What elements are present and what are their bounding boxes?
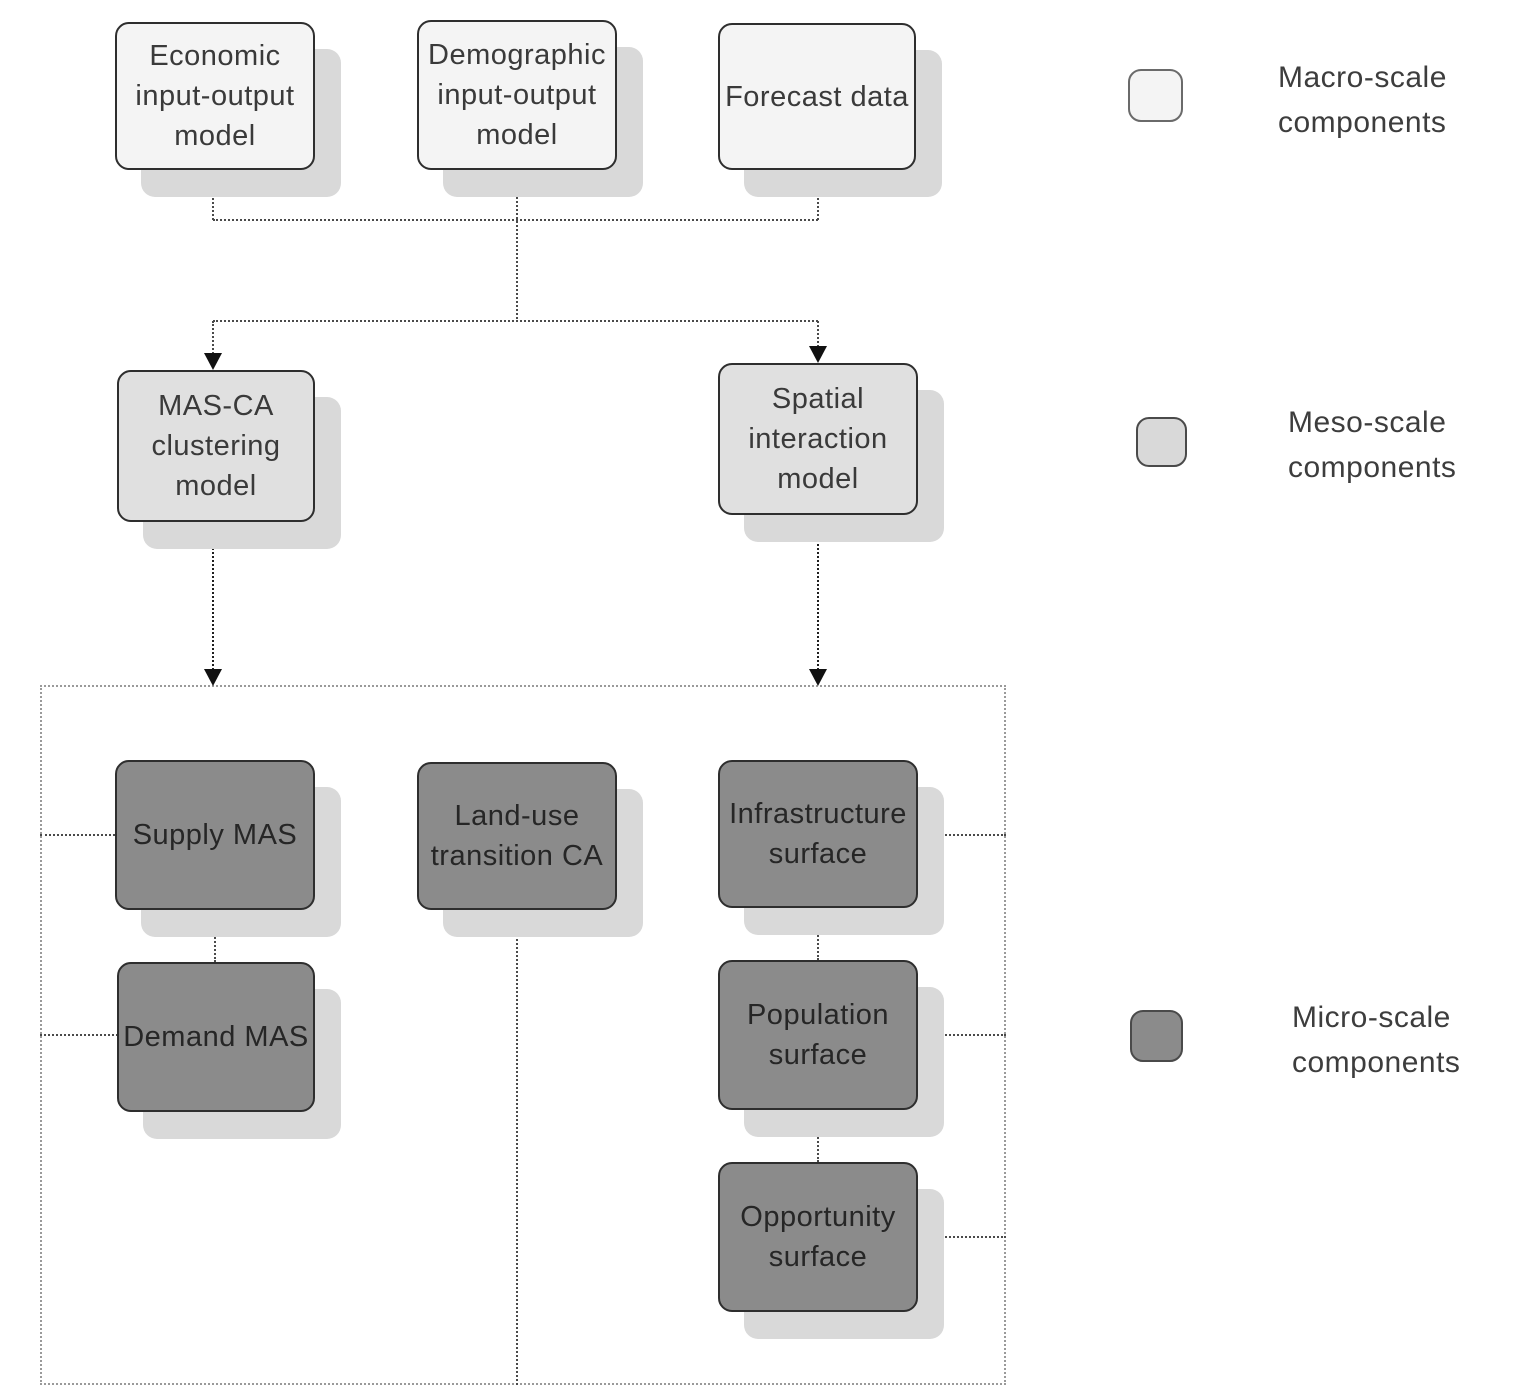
node-demographic-input-output-model: Demographic input-output model (417, 20, 617, 170)
arrow-down-icon (204, 669, 222, 686)
connector-forecast-drop (817, 170, 819, 220)
node-label: MAS-CA clustering model (151, 390, 281, 502)
connector-masca-feed (212, 321, 214, 354)
connector-supply-left-stub (40, 834, 115, 836)
node-label: Land-use transition CA (430, 800, 604, 872)
arrow-down-icon (809, 346, 827, 363)
connector-demographic-drop (516, 170, 518, 322)
legend-label-macro: Macro-scale components (1278, 61, 1447, 139)
arrow-down-icon (809, 669, 827, 686)
connector-infra-right-stub (918, 834, 1006, 836)
node-economic-input-output-model: Economic input-output model (115, 22, 315, 170)
connector-masca-micro-link (212, 540, 214, 670)
node-label: Economic input-output model (135, 40, 295, 152)
connector-supply-demand-link (214, 910, 216, 962)
node-label: Population surface (746, 999, 890, 1071)
arrow-down-icon (204, 353, 222, 370)
node-label: Demographic input-output model (428, 39, 606, 151)
connector-demand-left-stub (40, 1034, 118, 1036)
connector-mid-bus (213, 320, 818, 322)
connector-landuse-drop (516, 910, 518, 1385)
node-label: Opportunity surface (740, 1201, 896, 1273)
node-supply-mas: Supply MAS (115, 760, 315, 910)
connector-spatial-feed (817, 321, 819, 347)
node-landuse-transition-ca: Land-use transition CA (417, 762, 617, 910)
connector-economic-drop (212, 170, 214, 220)
legend-swatch-meso (1136, 417, 1187, 467)
node-spatial-interaction-model: Spatial interaction model (718, 363, 918, 515)
node-label: Forecast data (725, 80, 909, 113)
node-label: Spatial interaction model (748, 383, 888, 495)
node-forecast-data: Forecast data (718, 23, 916, 170)
legend-swatch-macro (1128, 69, 1183, 122)
arrow-up-icon (204, 523, 222, 540)
connector-population-right-stub (918, 1034, 1006, 1036)
node-demand-mas: Demand MAS (117, 962, 315, 1112)
node-label: Supply MAS (132, 819, 298, 851)
node-opportunity-surface: Opportunity surface (718, 1162, 918, 1312)
node-population-surface: Population surface (718, 960, 918, 1110)
node-infrastructure-surface: Infrastructure surface (718, 760, 918, 908)
node-label: Infrastructure surface (729, 798, 907, 870)
node-masca-clustering-model: MAS-CA clustering model (117, 370, 315, 522)
legend-swatch-micro (1130, 1010, 1183, 1062)
connector-population-opportunity-link (817, 1110, 819, 1162)
node-label: Demand MAS (123, 1021, 309, 1053)
connector-top-bus (213, 219, 818, 221)
connector-opportunity-right-stub (918, 1236, 1006, 1238)
legend-label-meso: Meso-scale components (1288, 406, 1457, 484)
connector-infra-population-link (817, 908, 819, 960)
arrow-up-icon (809, 516, 827, 533)
connector-spatial-micro-link (817, 533, 819, 670)
legend-label-micro: Micro-scale components (1292, 1001, 1461, 1079)
